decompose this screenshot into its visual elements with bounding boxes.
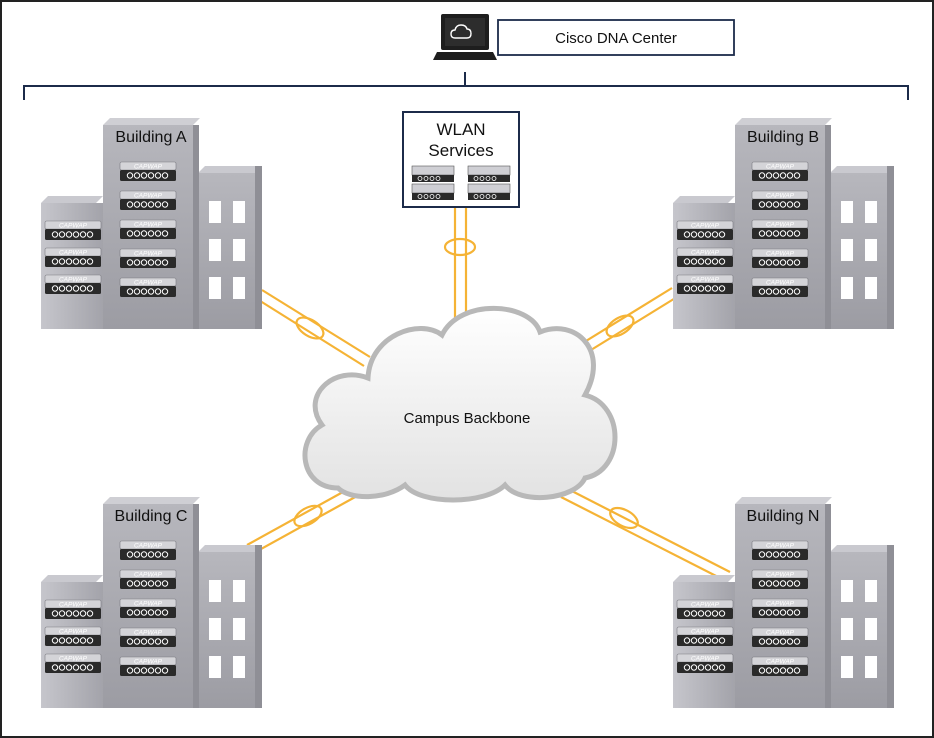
link-building-a (256, 289, 371, 367)
link-wlan (443, 206, 477, 318)
cloud-laptop-icon (433, 14, 497, 60)
building-c-label: Building C (115, 508, 188, 525)
dna-center-title-box (497, 19, 735, 56)
dna-center-node: Cisco DNA Center (433, 14, 735, 60)
link-building-n (560, 487, 731, 581)
management-bracket (23, 72, 909, 100)
building-b: Building B (673, 118, 894, 329)
link-layer (246, 206, 731, 581)
building-c: Building C (41, 497, 262, 708)
dna-center-title: Cisco DNA Center (555, 30, 677, 47)
cloud-icon (302, 305, 618, 503)
wlan-services-node: WLAN Services (402, 111, 520, 208)
building-a: Building A (41, 118, 262, 329)
building-n: Building N (673, 497, 894, 708)
campus-backbone-node: Campus Backbone (302, 305, 618, 503)
wlan-controller-icon (411, 165, 511, 200)
wlan-services-title-line1: WLAN (436, 120, 485, 139)
wlan-services-title-line2: Services (428, 141, 493, 160)
building-b-label: Building B (747, 129, 819, 146)
campus-backbone-label: Campus Backbone (404, 410, 531, 427)
building-a-label: Building A (115, 129, 186, 146)
link-building-c (246, 486, 358, 555)
building-n-label: Building N (747, 508, 820, 525)
